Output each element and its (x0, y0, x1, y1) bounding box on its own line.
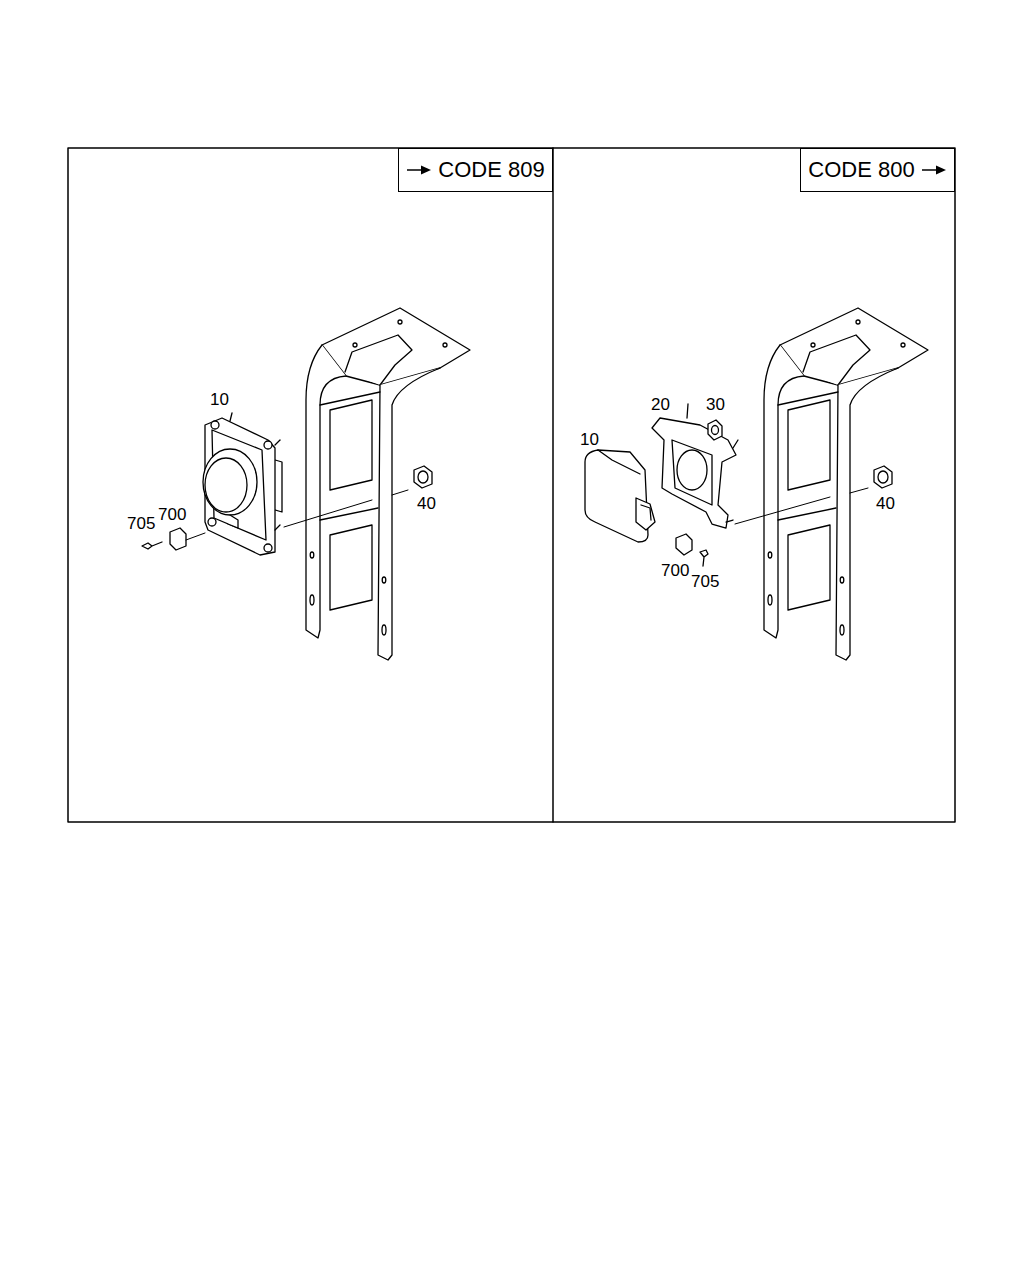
code-label: CODE 800 (808, 159, 914, 181)
mounting-bracket (652, 404, 738, 528)
callout-number: 20 (650, 396, 671, 413)
code-box: CODE 800 (800, 148, 955, 192)
callout-number: 705 (126, 515, 156, 532)
callout-number: 705 (690, 573, 720, 590)
code-box: CODE 809 (398, 148, 553, 192)
callout-number: 40 (875, 495, 896, 512)
callout-number: 10 (579, 431, 600, 448)
mounting-frame (306, 308, 470, 660)
code-label: CODE 809 (438, 159, 544, 181)
code-arrow (406, 164, 432, 176)
callout-number: 700 (660, 562, 690, 579)
callout-number: 40 (416, 495, 437, 512)
sensor-unit (203, 413, 282, 555)
sensor-unit (585, 450, 655, 542)
callout-number: 30 (705, 396, 726, 413)
callout-number: 10 (209, 391, 230, 408)
callout-number: 700 (157, 506, 187, 523)
code-arrow (921, 164, 947, 176)
